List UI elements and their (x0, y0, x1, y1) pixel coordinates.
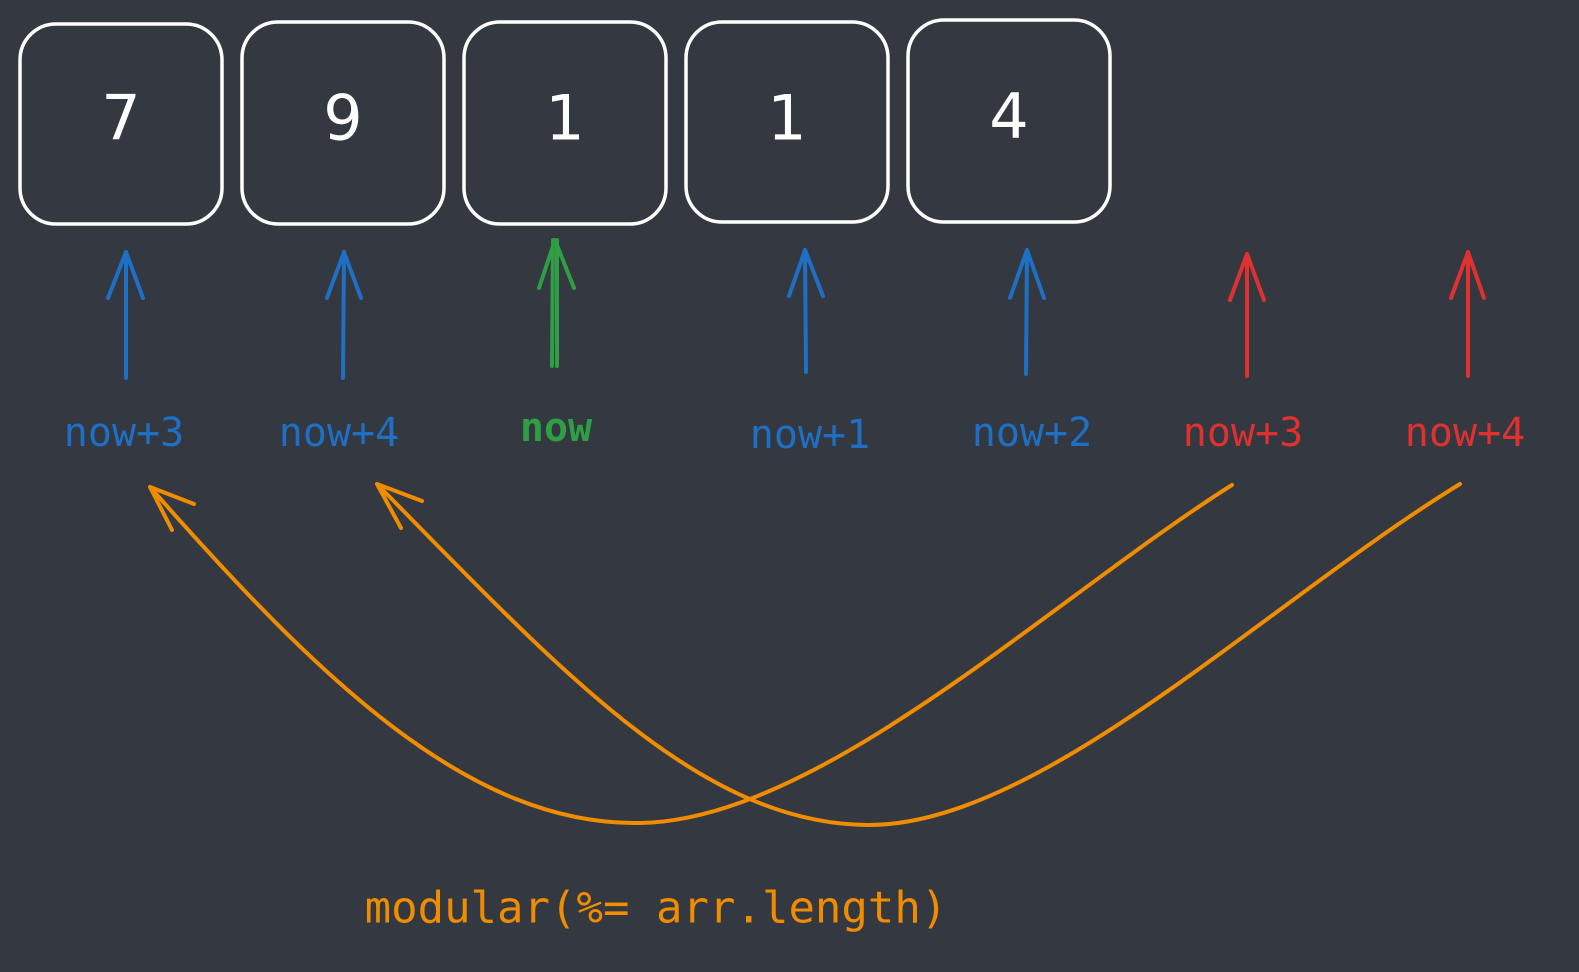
pointer-arrow (537, 238, 576, 368)
pointer-label: now+3 (1183, 410, 1303, 456)
array-cell: 1 (462, 20, 668, 226)
array-cell: 1 (684, 20, 890, 224)
pointer-arrow (1228, 252, 1266, 378)
pointer-arrow (325, 250, 363, 380)
pointer-arrows (106, 238, 1486, 380)
array-cell-box (18, 22, 224, 226)
wrap-around-arrows (148, 482, 1462, 828)
wrap-arrow-now4 (375, 482, 1462, 828)
modular-caption: modular(%= arr.length) (365, 883, 948, 934)
pointer-labels: now+3 now+4 now now+1 now+2 now+3 now+4 (64, 405, 1525, 458)
array-cell-value: 9 (323, 82, 362, 155)
array-row: 7 9 1 1 4 (18, 18, 1112, 226)
pointer-label: now+3 (64, 410, 184, 456)
pointer-label: now+4 (279, 410, 399, 456)
pointer-label: now+2 (972, 410, 1092, 456)
pointer-arrow (1449, 250, 1486, 378)
wrap-arrow-now3 (148, 483, 1234, 826)
array-cell: 7 (18, 22, 224, 226)
array-cell-box (462, 20, 668, 226)
array-cell: 9 (240, 20, 446, 226)
array-cell-box (240, 20, 446, 226)
pointer-arrow (787, 248, 825, 374)
array-cell-box (684, 20, 890, 224)
pointer-label: now+4 (1405, 410, 1525, 456)
array-cell-value: 1 (545, 82, 584, 155)
pointer-arrow (1008, 248, 1046, 376)
array-cell-value: 4 (989, 80, 1028, 153)
pointer-arrow (106, 250, 145, 380)
array-cell: 4 (906, 18, 1112, 224)
array-cell-value: 7 (101, 82, 140, 155)
pointer-label: now (520, 405, 593, 451)
pointer-label: now+1 (750, 412, 870, 458)
array-cell-value: 1 (767, 82, 806, 155)
array-cell-box (906, 18, 1112, 224)
